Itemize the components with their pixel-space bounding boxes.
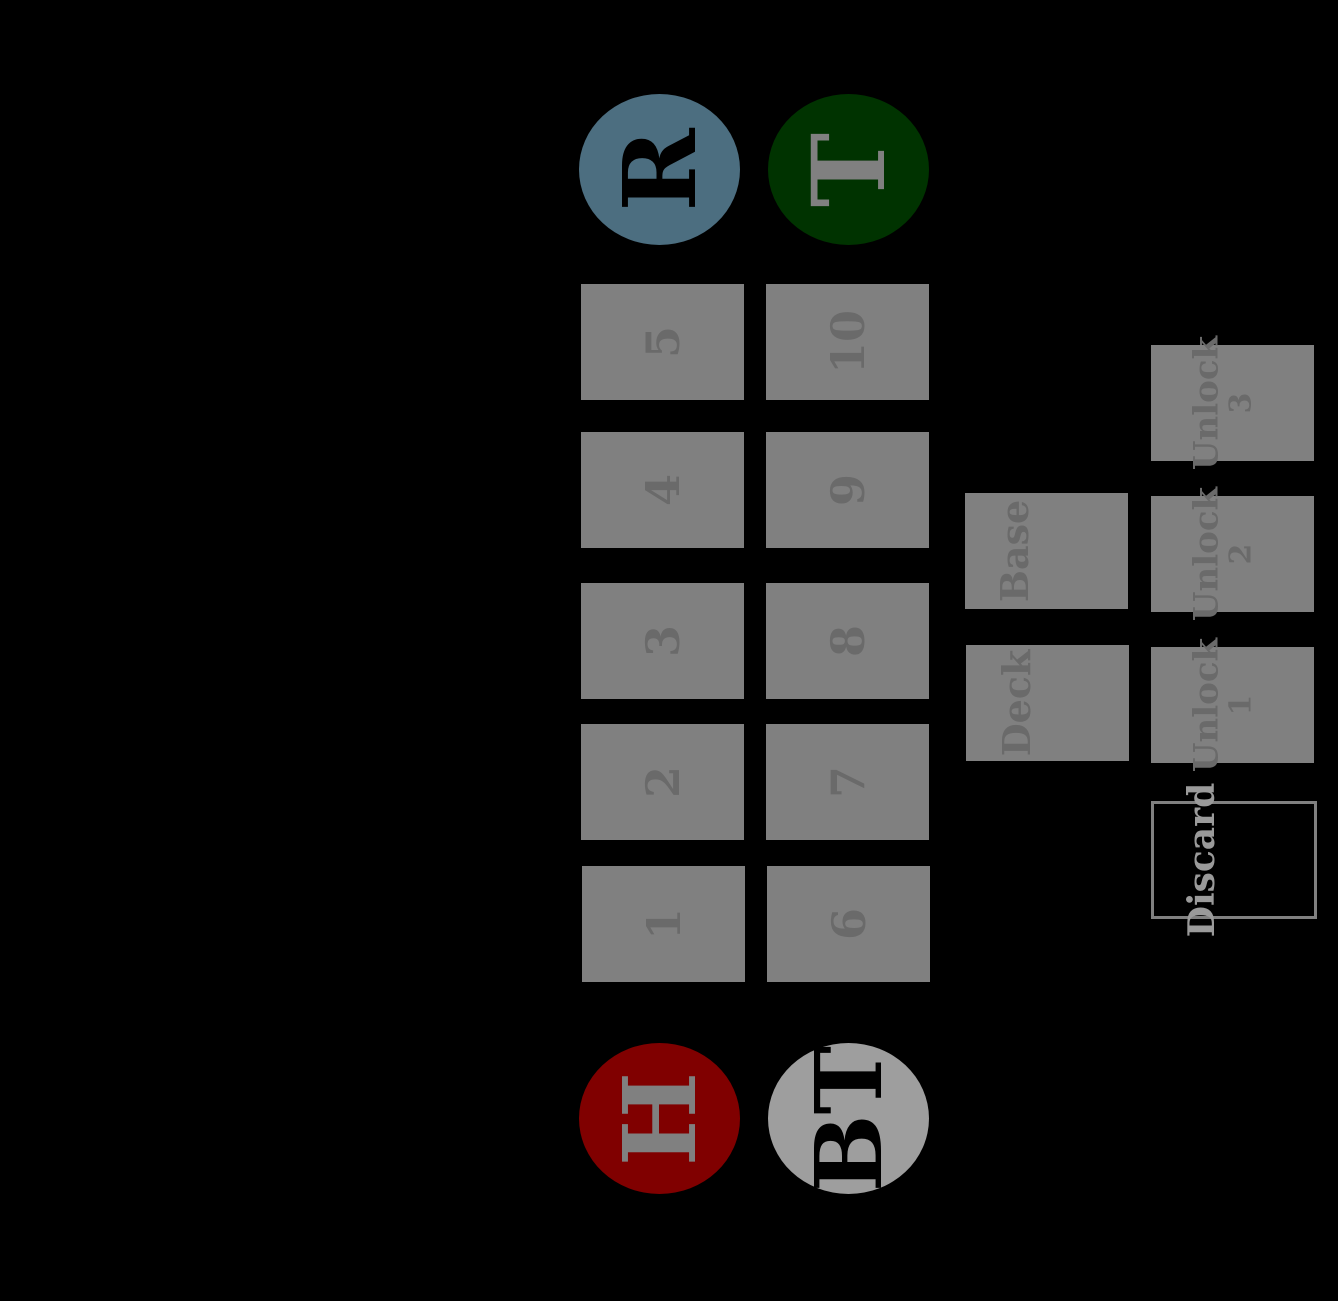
discard-pile[interactable]: Discard: [1151, 783, 1317, 937]
track-slot-label: 2: [635, 765, 690, 799]
unlock-level: 2: [1223, 543, 1259, 565]
track-slot-10[interactable]: 10: [766, 284, 929, 400]
unlock-slot-label: Unlock 1: [1186, 637, 1259, 773]
track-slot-5[interactable]: 5: [581, 284, 744, 400]
unlock-word: Unlock: [1186, 637, 1227, 773]
token-t[interactable]: T: [768, 94, 929, 245]
track-slot-label: 3: [635, 624, 690, 658]
unlock-slot-1[interactable]: Unlock 1: [1151, 638, 1314, 772]
unlock-slot-label: Unlock 2: [1186, 486, 1259, 622]
track-slot-4[interactable]: 4: [581, 432, 744, 548]
base-pile[interactable]: Base: [965, 493, 1128, 609]
track-slot-label: 5: [635, 325, 690, 359]
track-slot-label: 7: [820, 765, 875, 799]
token-h-label: H: [600, 1071, 719, 1166]
token-bt[interactable]: BT: [768, 1043, 929, 1194]
unlock-slot-label: Unlock 3: [1186, 335, 1259, 471]
track-slot-8[interactable]: 8: [766, 583, 929, 699]
token-t-label: T: [789, 132, 908, 207]
track-slot-1[interactable]: 1: [582, 866, 745, 982]
discard-label: Discard: [1181, 782, 1223, 938]
unlock-level: 3: [1223, 392, 1259, 414]
unlock-word: Unlock: [1186, 335, 1227, 471]
token-r-label: R: [600, 127, 719, 212]
unlock-level: 1: [1223, 694, 1259, 716]
token-r[interactable]: R: [579, 94, 740, 245]
track-slot-2[interactable]: 2: [581, 724, 744, 840]
track-slot-label: 1: [636, 907, 691, 941]
unlock-word: Unlock: [1186, 486, 1227, 622]
track-slot-label: 9: [820, 473, 875, 507]
token-bt-label: BT: [794, 1045, 903, 1192]
deck-pile[interactable]: Deck: [966, 645, 1129, 761]
deck-pile-label: Deck: [994, 649, 1039, 757]
track-slot-label: 10: [820, 309, 875, 375]
track-slot-label: 6: [821, 907, 876, 941]
track-slot-7[interactable]: 7: [766, 724, 929, 840]
token-h[interactable]: H: [579, 1043, 740, 1194]
track-slot-6[interactable]: 6: [767, 866, 930, 982]
unlock-slot-3[interactable]: Unlock 3: [1151, 336, 1314, 470]
track-slot-label: 4: [635, 473, 690, 507]
track-slot-3[interactable]: 3: [581, 583, 744, 699]
track-slot-9[interactable]: 9: [766, 432, 929, 548]
track-slot-label: 8: [820, 624, 875, 658]
unlock-slot-2[interactable]: Unlock 2: [1151, 487, 1314, 621]
base-pile-label: Base: [992, 499, 1037, 603]
